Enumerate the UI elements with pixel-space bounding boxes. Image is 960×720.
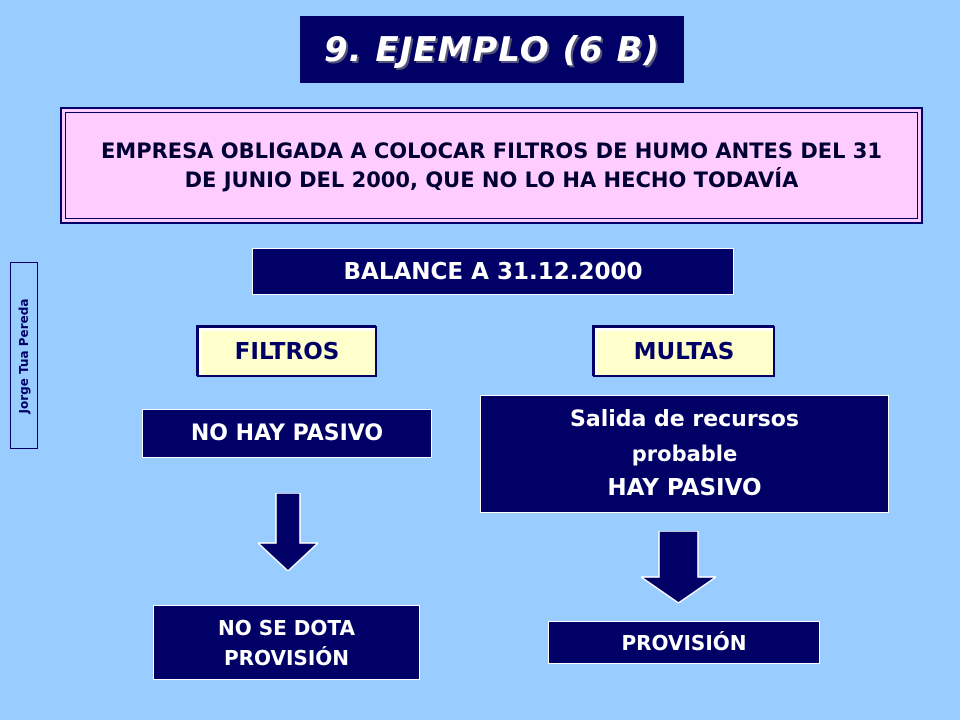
author-name: Jorge Tua Pereda — [17, 298, 31, 413]
salida-recursos-box: Salida de recursos probable HAY PASIVO — [480, 395, 889, 513]
salida-line-1: Salida de recursos — [570, 407, 799, 432]
filtros-category-box: FILTROS — [197, 326, 377, 377]
no-se-dota-line-2: PROVISIÓN — [223, 645, 350, 670]
salida-line-2: probable — [631, 442, 738, 466]
author-label-box: Jorge Tua Pereda — [10, 262, 38, 449]
salida-line-3: HAY PASIVO — [607, 475, 762, 501]
no-se-dota-box: NO SE DOTA PROVISIÓN — [153, 605, 420, 680]
down-arrow-right-icon — [641, 531, 716, 603]
down-arrow-left-icon — [258, 493, 318, 571]
multas-category-box: MULTAS — [593, 326, 775, 377]
case-statement: EMPRESA OBLIGADA A COLOCAR FILTROS DE HU… — [60, 107, 923, 224]
no-se-dota-line-1: NO SE DOTA — [218, 615, 355, 640]
no-pasivo-box: NO HAY PASIVO — [142, 409, 432, 458]
slide-title: 9. EJEMPLO (6 B) — [300, 16, 684, 83]
balance-date-box: BALANCE A 31.12.2000 — [252, 248, 734, 295]
provision-box: PROVISIÓN — [548, 621, 820, 664]
